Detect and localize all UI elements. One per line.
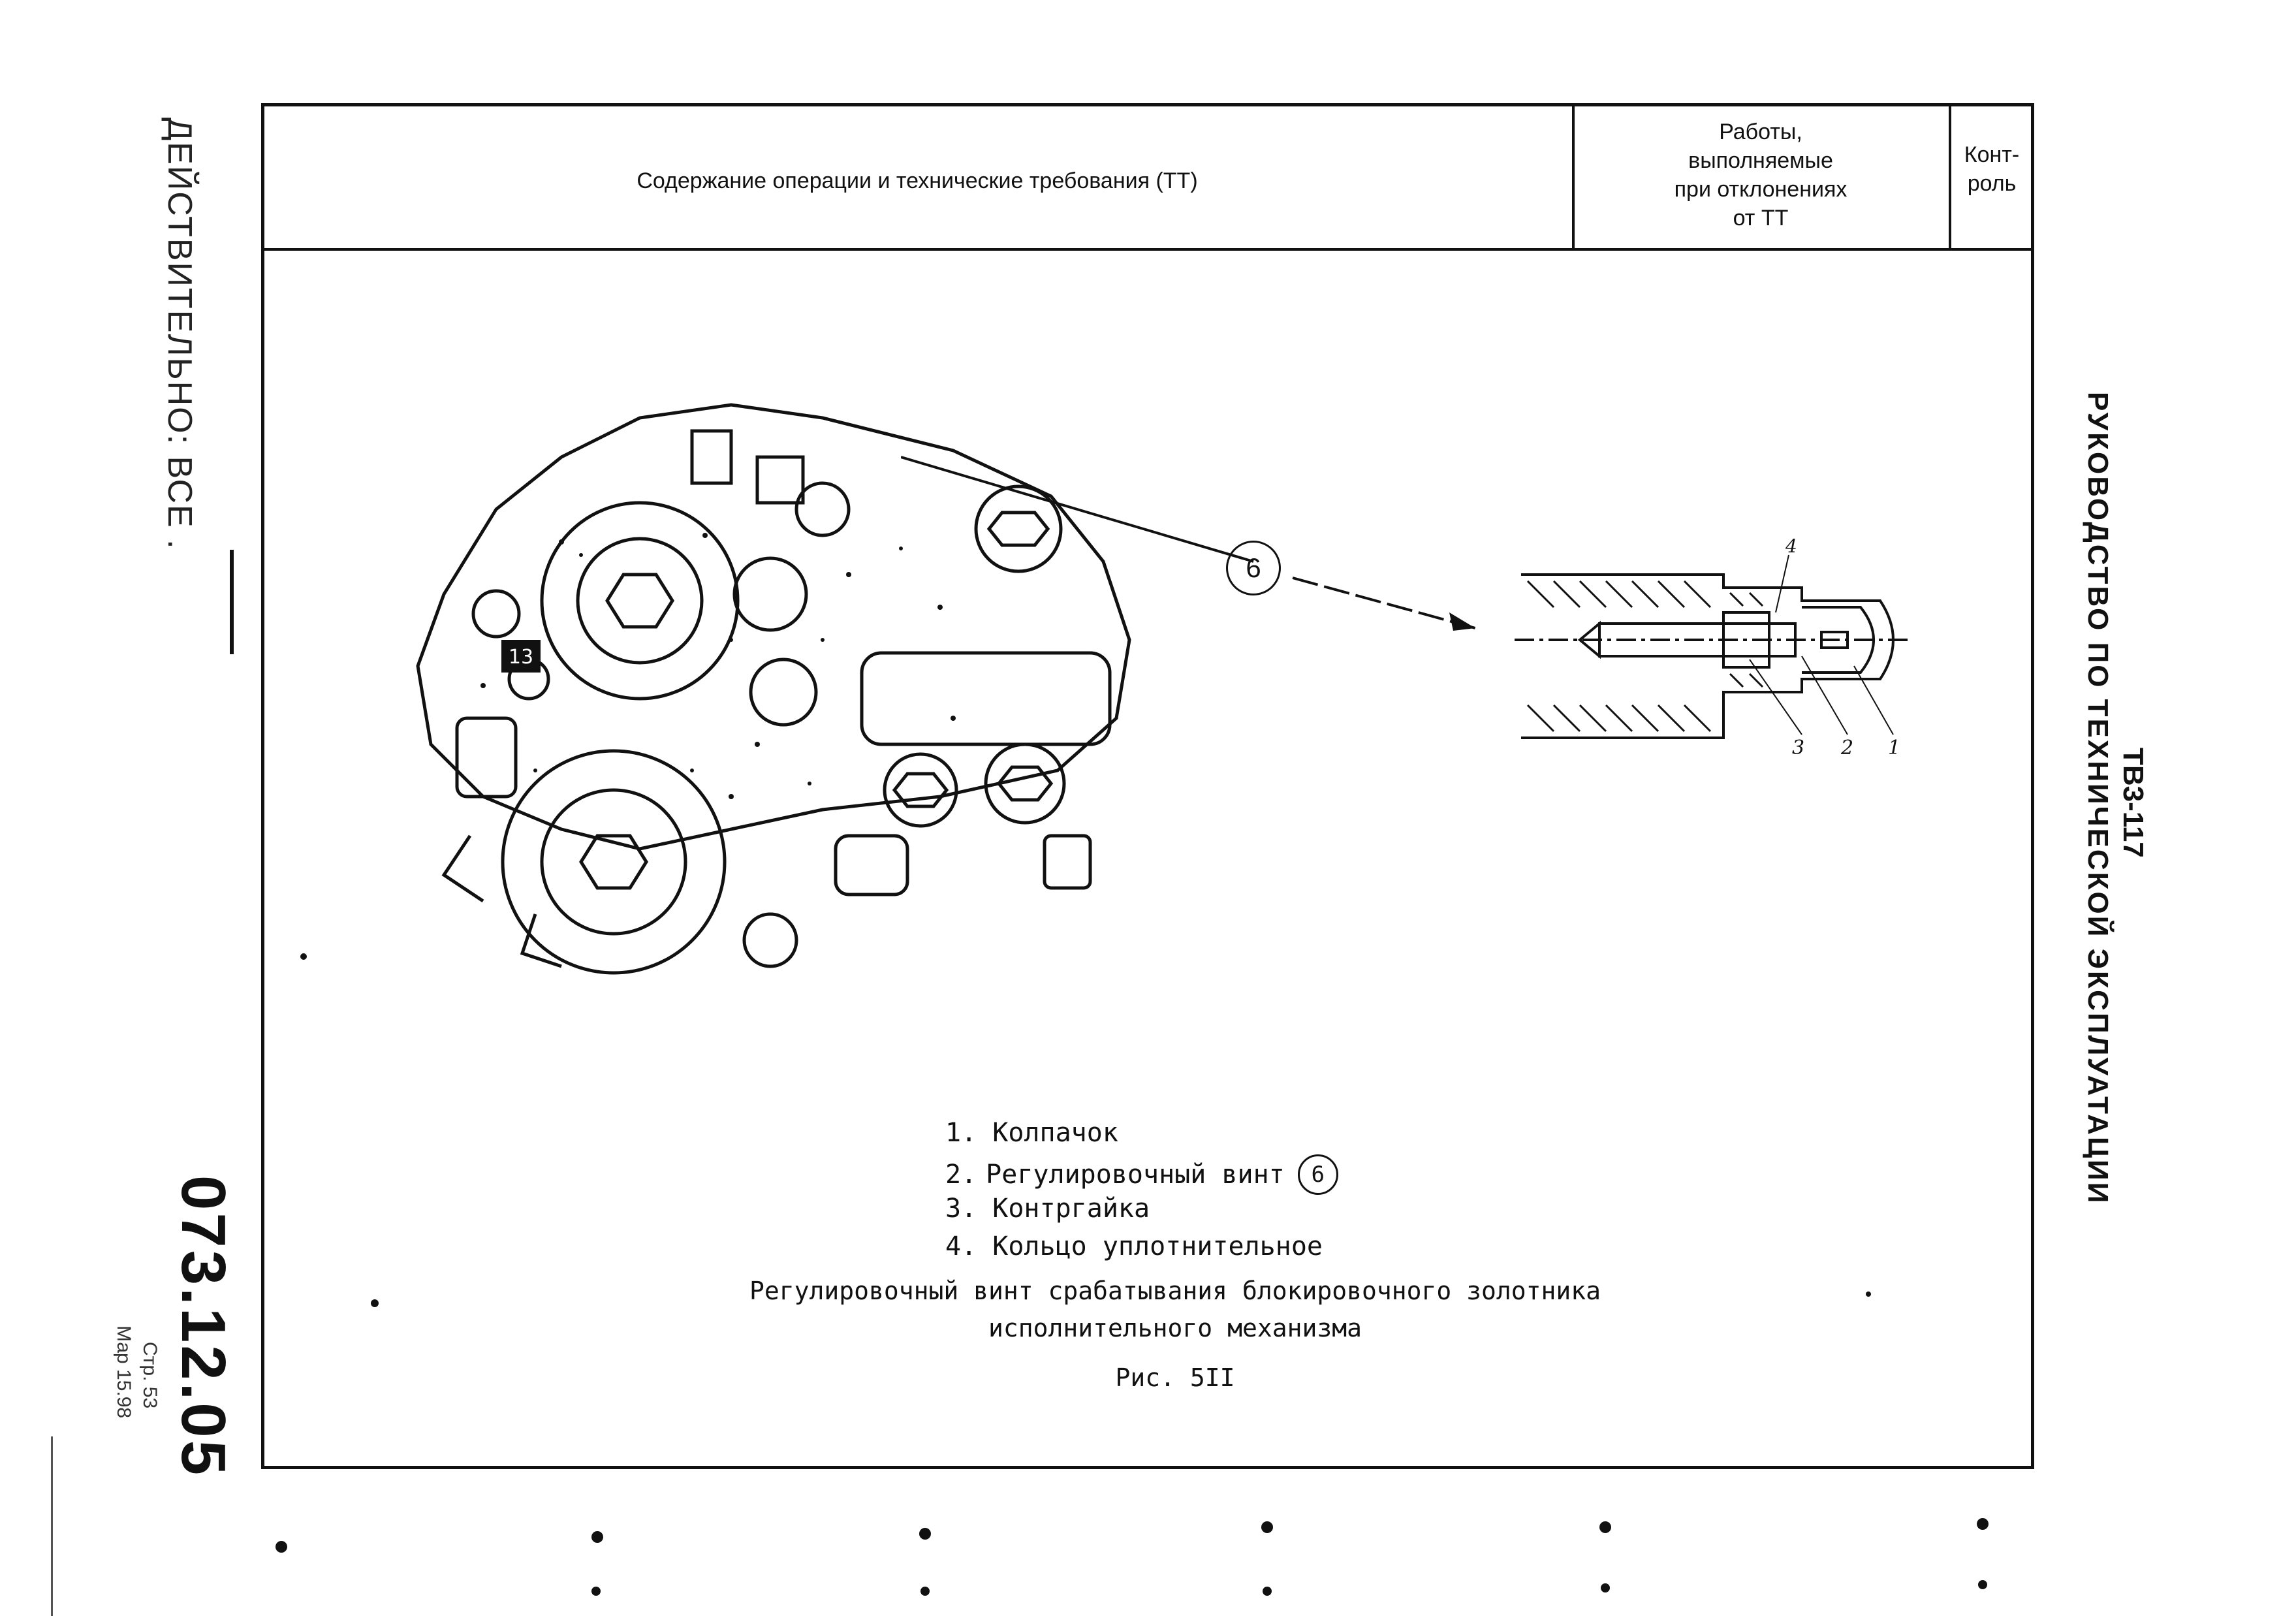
header-divider <box>261 248 2034 251</box>
detail-label-2: 2 <box>1840 737 1853 757</box>
manual-title: РУКОВОДСТВО ПО ТЕХНИЧЕСКОЙ ЭКСПЛУАТАЦИИ <box>2082 392 2114 1205</box>
binding-hole <box>1601 1583 1610 1592</box>
legend-ref-callout: 6 <box>1297 1154 1338 1195</box>
scan-speck <box>1866 1291 1871 1297</box>
binding-hole <box>275 1541 287 1553</box>
legend-item: 3. Контргайка <box>945 1194 1338 1231</box>
adjusting-screw-cross-section: 4 3 2 1 <box>1515 535 1913 757</box>
callout-6: 6 <box>1226 541 1281 595</box>
detail-label-1: 1 <box>1888 737 1900 757</box>
detail-label-4: 4 <box>1785 535 1797 557</box>
validity-note: ДЕЙСТВИТЕЛЬНО: ВСЕ . <box>161 118 198 550</box>
legend-list: 1. Колпачок 2. Регулировочный винт 6 3. … <box>945 1118 1338 1269</box>
figure-caption-line-2: исполнительного механизма <box>988 1314 1362 1342</box>
margin-rule <box>230 550 234 654</box>
header-separator-2 <box>1949 103 1951 249</box>
binding-hole <box>1263 1587 1272 1596</box>
binding-hole <box>1261 1521 1273 1533</box>
legend-item: 1. Колпачок <box>945 1118 1338 1156</box>
header-works-on-deviation: Работы, выполняемые при отклонениях от Т… <box>1575 118 1947 232</box>
page-frame <box>261 103 2034 1469</box>
header-control: Конт- роль <box>1952 140 2032 198</box>
figure-number: Рис. 5II <box>1115 1363 1235 1392</box>
leader-lines <box>901 456 1476 631</box>
legend-item-text: Кольцо уплотнительное <box>992 1231 1323 1261</box>
unit-body-outline <box>416 403 1131 851</box>
detail-label-3: 3 <box>1792 737 1804 757</box>
legend-item-number: 2. <box>945 1160 977 1190</box>
binding-hole <box>591 1531 603 1543</box>
gear-housing-lower <box>501 749 727 975</box>
legend-item-text: Контргайка <box>992 1194 1150 1224</box>
legend-item-number: 3. <box>945 1194 977 1224</box>
binding-hole <box>919 1528 931 1540</box>
binding-hole <box>920 1587 930 1596</box>
legend-item-text: Регулировочный винт <box>986 1160 1285 1190</box>
callout-6-label: 6 <box>1246 552 1261 583</box>
legend-item: 2. Регулировочный винт 6 <box>945 1154 1338 1195</box>
scan-speck <box>300 953 307 960</box>
binding-hole <box>591 1587 601 1596</box>
scan-speck <box>371 1299 379 1307</box>
gear-housing-upper <box>540 501 740 701</box>
legend-item-text: Колпачок <box>992 1118 1118 1148</box>
page-number: Стр. 53 <box>139 1342 161 1409</box>
binding-hole <box>1977 1518 1989 1530</box>
header-operation-content: Содержание операции и технические требов… <box>637 168 1198 193</box>
binding-hole <box>1599 1521 1611 1533</box>
header-separator-1 <box>1572 103 1575 249</box>
scan-edge-line <box>51 1436 53 1616</box>
figure-caption-line-1: Регулировочный винт срабатывания блокиро… <box>749 1276 1601 1305</box>
revision-date: Мар 15.98 <box>113 1325 134 1419</box>
header-works-line: при отклонениях <box>1674 177 1848 202</box>
header-control-line: роль <box>1967 171 2017 196</box>
header-works-line: выполняемые <box>1688 148 1833 173</box>
binding-hole <box>1978 1580 1987 1589</box>
header-works-line: Работы, <box>1719 119 1802 144</box>
engine-model: ТВ3-117 <box>2117 748 2149 858</box>
document-number: 073.12.05 <box>168 1175 238 1478</box>
part-number-label: 13 <box>509 646 533 669</box>
legend-item-number: 1. <box>945 1118 977 1148</box>
part-label-plate <box>501 640 541 673</box>
legend-item-number: 4. <box>945 1231 977 1261</box>
header-works-line: от ТТ <box>1733 206 1789 230</box>
legend-item: 4. Кольцо уплотнительное <box>945 1231 1338 1269</box>
fuel-control-unit-illustration: 13 <box>416 403 1131 975</box>
actuator-cylinder <box>860 651 1112 746</box>
header-control-line: Конт- <box>1964 142 2020 167</box>
